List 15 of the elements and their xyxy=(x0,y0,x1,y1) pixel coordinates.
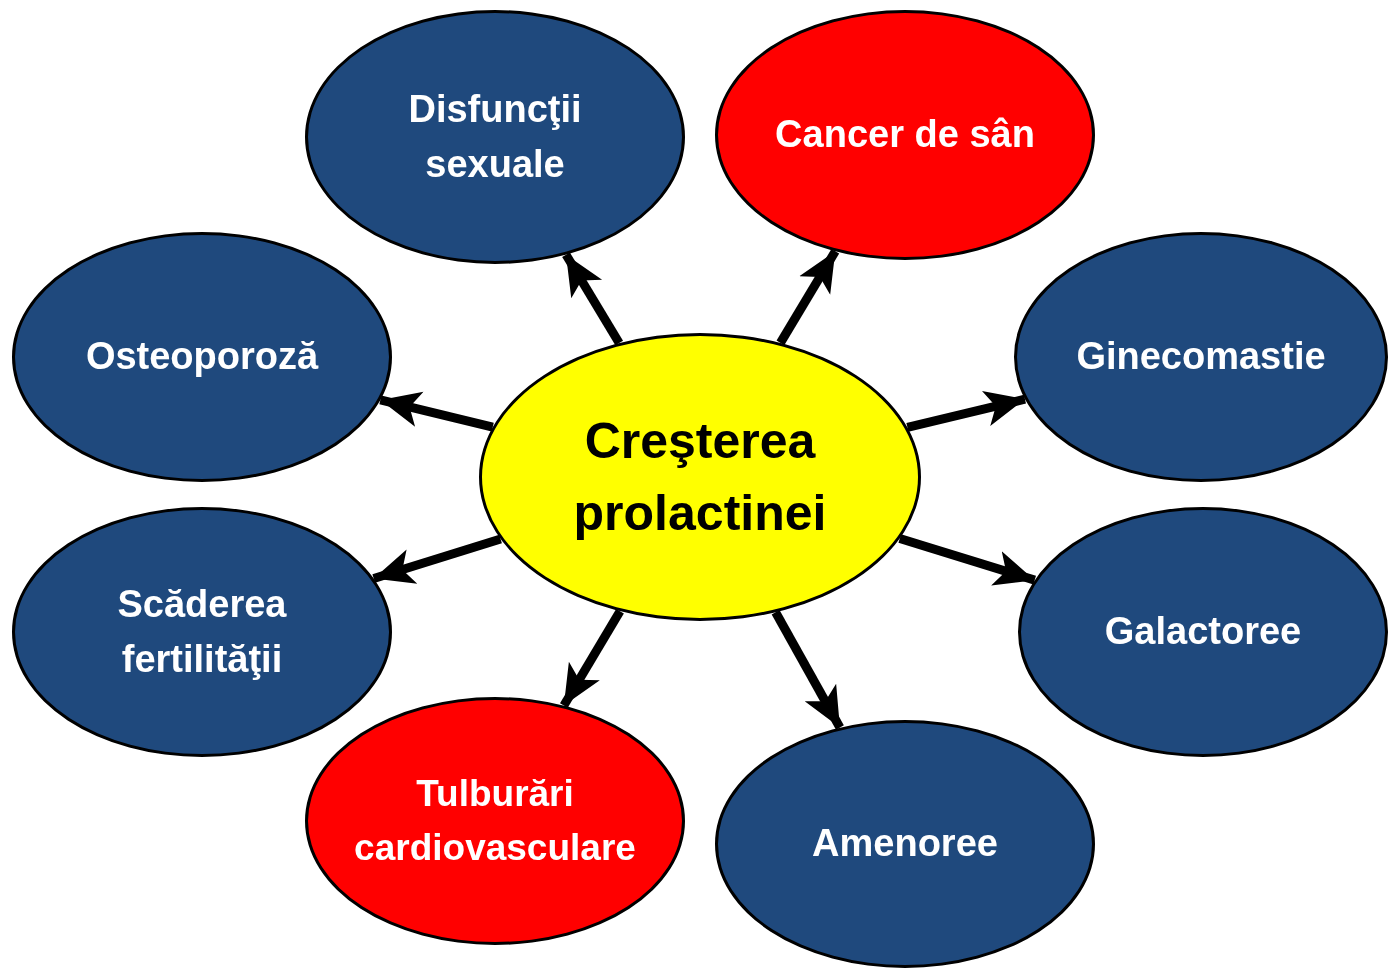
arrow xyxy=(372,534,502,584)
arrow xyxy=(771,610,844,730)
arrow xyxy=(898,534,1036,586)
arrow xyxy=(562,252,624,346)
node-label: Amenoree xyxy=(812,821,998,867)
node-label: Disfuncţii sexuale xyxy=(407,86,583,187)
arrow xyxy=(776,248,840,346)
node-label: Osteoporoză xyxy=(85,334,319,380)
node-label: Tulburări cardiovasculare xyxy=(353,772,637,870)
node-label: Creşterea prolactinei xyxy=(572,411,828,543)
node-label: Scăderea fertilităţii xyxy=(116,581,288,682)
node-label: Galactoree xyxy=(1104,609,1302,655)
node-label: Cancer de sân xyxy=(775,112,1035,158)
arrow xyxy=(560,608,624,708)
node-label: Ginecomastie xyxy=(1076,334,1326,380)
